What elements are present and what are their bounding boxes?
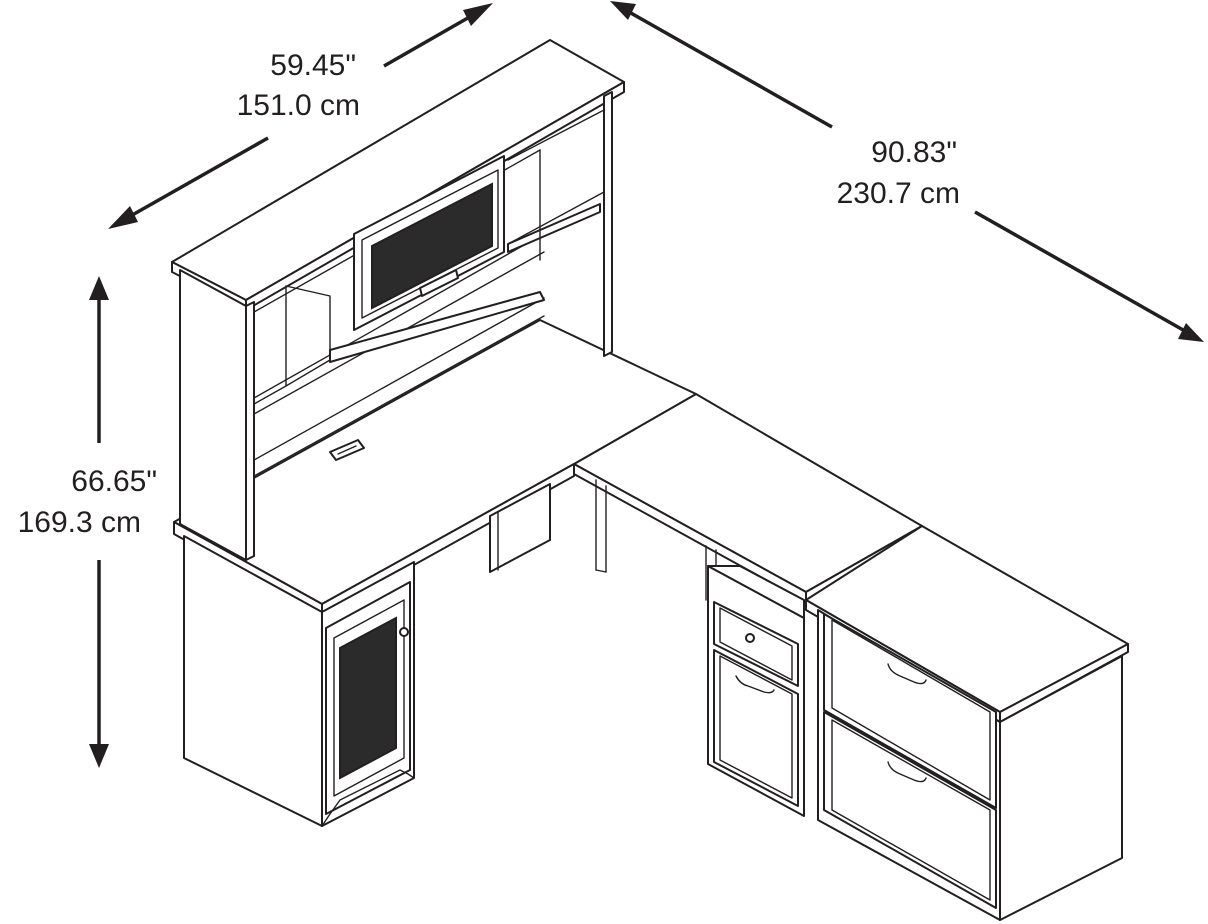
hutch-door-handle-icon xyxy=(419,269,459,297)
lateral-file-cabinet xyxy=(805,525,1129,921)
door-knob-icon xyxy=(399,627,409,637)
hutch-width-inches: 59.45" xyxy=(270,49,356,82)
total-width-arrow xyxy=(610,1,1204,342)
total-width-inches: 90.83" xyxy=(871,136,957,169)
lateral-drawer-bottom xyxy=(823,711,997,909)
drawer-knob-icon xyxy=(745,633,755,643)
lateral-drawer-top xyxy=(823,613,997,809)
hutch-door xyxy=(353,155,505,331)
total-width-cm: 230.7 cm xyxy=(837,177,960,210)
small-drawer xyxy=(713,601,799,687)
height-inches: 66.65" xyxy=(71,465,157,498)
left-cabinet xyxy=(183,535,415,827)
l-desk-with-hutch xyxy=(171,39,1129,921)
height-arrow xyxy=(89,276,109,768)
hutch-width-cm: 151.0 cm xyxy=(237,89,360,122)
lateral-handle-top-icon xyxy=(887,663,927,685)
drawer-pedestal xyxy=(707,565,805,817)
cabinet-door xyxy=(325,581,411,815)
drawer-handle-icon xyxy=(735,675,775,694)
hutch-width-arrow xyxy=(108,3,493,229)
hutch xyxy=(171,39,625,561)
height-cm: 169.3 cm xyxy=(18,506,141,539)
lateral-handle-bottom-icon xyxy=(887,761,927,783)
file-drawer xyxy=(713,649,799,807)
